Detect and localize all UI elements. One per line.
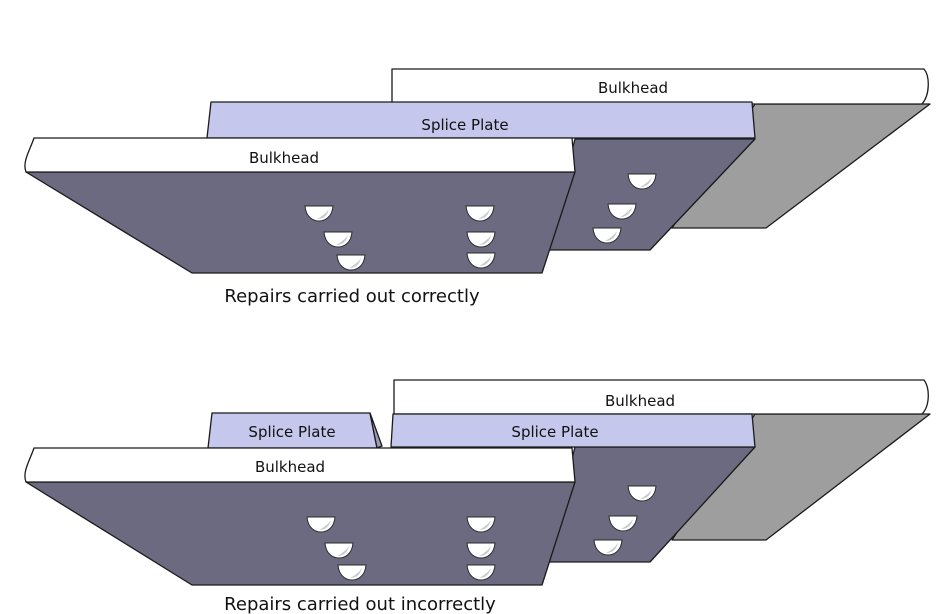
- rivet-head: [627, 485, 657, 502]
- rivet-shade: [319, 520, 331, 530]
- rivets-front-b: [306, 516, 496, 581]
- small-splice-plate-label: Splice Plate: [248, 423, 335, 441]
- rivet-head: [323, 231, 353, 248]
- rivet-head: [324, 542, 354, 559]
- small-splice-plate-edge: [369, 412, 383, 449]
- rivet-shade: [478, 209, 490, 219]
- rivet-head: [337, 564, 367, 581]
- rivet-head: [306, 516, 336, 533]
- splice-plate-label: Splice Plate: [511, 423, 598, 441]
- rivet-head: [627, 173, 657, 190]
- rivet-shade: [640, 177, 652, 187]
- rivet-shade: [479, 546, 491, 556]
- rivet-shade: [620, 207, 632, 217]
- rivets-back-a: [592, 173, 657, 244]
- rivet-head: [304, 205, 334, 222]
- splice-plate-label: Splice Plate: [421, 116, 508, 134]
- rivet-head: [465, 205, 495, 222]
- rivet-head: [607, 203, 637, 220]
- rivet-shade: [479, 520, 491, 530]
- rivet-head: [466, 564, 496, 581]
- rivet-head: [466, 231, 496, 248]
- back-bulkhead-label: Bulkhead: [605, 392, 675, 410]
- rivet-head: [608, 515, 638, 532]
- back-bulkhead-strip: [393, 379, 929, 415]
- splice-plate-strip: [206, 101, 756, 139]
- rivet-head: [593, 539, 623, 556]
- rivet-shade: [349, 258, 361, 268]
- rivet-shade: [640, 489, 652, 499]
- rivet-shade: [621, 519, 633, 529]
- figure-incorrect: Bulkhead Splice Plate Splice Plate Bulkh…: [24, 379, 931, 614]
- front-bulkhead-label: Bulkhead: [249, 149, 319, 167]
- rivet-head: [466, 542, 496, 559]
- rivet-shade: [337, 546, 349, 556]
- front-bulkhead-strip: [24, 137, 576, 173]
- rivet-shade: [605, 231, 617, 241]
- rivet-shade: [317, 209, 329, 219]
- rivet-head: [592, 227, 622, 244]
- back-bulkhead-label: Bulkhead: [598, 79, 668, 97]
- front-bulkhead-label: Bulkhead: [255, 458, 325, 476]
- rivet-shade: [479, 568, 491, 578]
- rivet-head: [466, 252, 496, 269]
- front-bulkhead-strip: [24, 447, 576, 483]
- figure-correct: Bulkhead Splice Plate Bulkhead Repairs c…: [24, 68, 931, 307]
- rivet-head: [466, 516, 496, 533]
- rivets-front-a: [304, 205, 496, 271]
- splice-plate-strip: [390, 413, 756, 448]
- rivet-shade: [479, 256, 491, 266]
- caption-incorrect: Repairs carried out incorrectly: [224, 594, 496, 614]
- caption-correct: Repairs carried out correctly: [224, 286, 480, 307]
- rivet-shade: [479, 235, 491, 245]
- rivets-back-b: [593, 485, 657, 556]
- rivet-shade: [350, 568, 362, 578]
- rivet-shade: [606, 543, 618, 553]
- back-bulkhead-strip: [391, 68, 929, 105]
- rivet-head: [336, 254, 366, 271]
- rivet-shade: [336, 235, 348, 245]
